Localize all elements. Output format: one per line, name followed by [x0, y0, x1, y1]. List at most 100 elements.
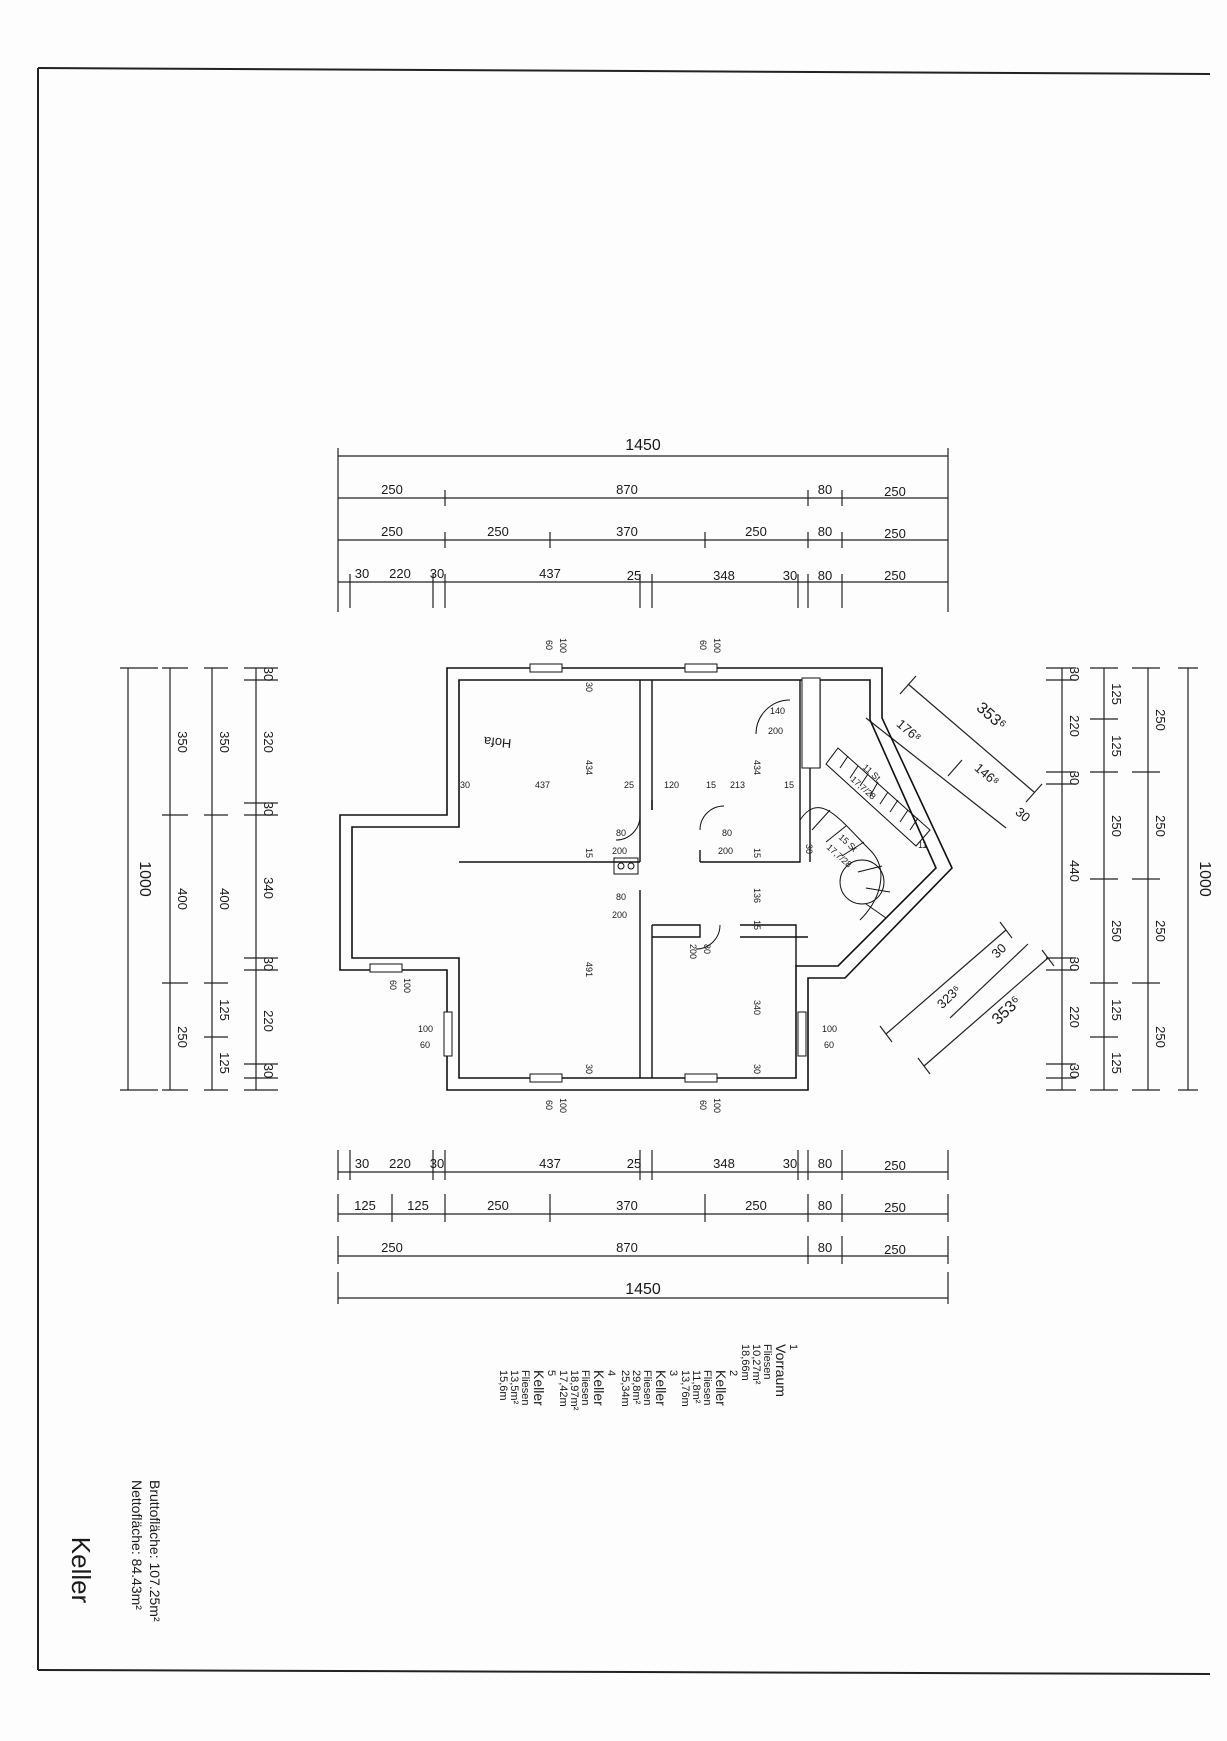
dim-label: 80 — [818, 568, 832, 583]
opening-label: 100 — [558, 638, 568, 653]
sheet-border — [37, 67, 1211, 1675]
opening-label: 60 — [824, 1040, 834, 1050]
dim-label: 220 — [1067, 1006, 1082, 1028]
inner-dim: 340 — [752, 1000, 762, 1015]
dim-label: 30 — [783, 1156, 797, 1171]
dim-label: 30 — [261, 667, 276, 681]
dim-top-row2: 250 250 370 250 80 250 — [381, 524, 906, 541]
inner-dim: 25 — [624, 780, 634, 790]
dim-label: 30 — [261, 1064, 276, 1078]
dim-label: 30 — [261, 957, 276, 971]
dim-label: 30 — [1067, 1064, 1082, 1078]
dim-label: 250 — [1109, 920, 1124, 942]
dim-label: 220 — [389, 1156, 411, 1171]
dim-label: 80 — [818, 482, 832, 497]
dim-label: 870 — [616, 482, 638, 497]
inner-dim: 434 — [752, 760, 762, 775]
dim-label: 220 — [1067, 715, 1082, 737]
opening-label: 100 — [712, 1098, 722, 1113]
dim-left-col1: 350 400 250 — [175, 731, 190, 1048]
opening-label: 140 — [770, 706, 785, 716]
diag-top-outer: 353⁶ — [973, 699, 1009, 734]
dim-label: 370 — [616, 1198, 638, 1213]
dim-label: 25 — [627, 568, 641, 583]
dim-label: 80 — [818, 1240, 832, 1255]
room-name: Vorraum — [773, 1344, 789, 1397]
dim-left-col2: 350 400 125 125 — [217, 731, 232, 1074]
dim-label: 250 — [884, 1242, 906, 1257]
dim-label: 30 — [1067, 667, 1082, 681]
inner-dim: 15 — [752, 920, 762, 930]
room-number: 5 — [545, 1370, 557, 1376]
inner-dim: 30 — [804, 844, 814, 854]
dim-label: 30 — [430, 1156, 444, 1171]
dimensions-diagonal — [865, 675, 1055, 1075]
dim-label: 348 — [713, 568, 735, 583]
dim-label: 30 — [261, 802, 276, 816]
diag-bot-outer: 353⁶ — [989, 993, 1025, 1028]
opening-label: 60 — [420, 1040, 430, 1050]
dim-label: 440 — [1067, 860, 1082, 882]
dim-label: 400 — [175, 888, 190, 910]
room-floor: Fliesen — [761, 1344, 773, 1379]
dim-right-col1: 250 250 250 250 — [1153, 709, 1168, 1048]
dim-label: 250 — [1153, 1026, 1168, 1048]
room-area: 10,27m² — [750, 1344, 762, 1385]
dim-label: 250 — [884, 568, 906, 583]
opening-label: 100 — [558, 1098, 568, 1113]
opening-label: 60 — [698, 1100, 708, 1110]
dim-label: 220 — [261, 1010, 276, 1032]
inner-dim: 30 — [752, 1064, 762, 1074]
inner-dim: 30 — [460, 780, 470, 790]
dim-label: 250 — [884, 484, 906, 499]
opening-label: 80 — [616, 828, 626, 838]
title-block: Bruttofläche: 107.25m² Nettofläche: 84.4… — [129, 1480, 163, 1622]
windows — [369, 663, 821, 1083]
room-legend-1: 1 Vorraum Fliesen 10,27m² 18,66m — [739, 1344, 799, 1397]
dim-label: 125 — [1109, 999, 1124, 1021]
room-name: Keller — [591, 1370, 607, 1406]
dim-left-total: 1000 — [136, 861, 153, 897]
room-legend: 1 Vorraum Fliesen 10,27m² 18,66m 2 Kelle… — [497, 1344, 799, 1411]
dim-label: 250 — [1109, 815, 1124, 837]
room-legend-3: 3 Keller Fliesen 29,8m² 25,34m — [619, 1370, 679, 1407]
inner-dimension-labels: 30 437 25 120 15 213 15 30 434 434 15 15… — [460, 682, 814, 1074]
opening-label: 200 — [718, 846, 733, 856]
dim-top-row1: 250 870 80 250 — [381, 482, 906, 499]
dim-right-total: 1000 — [1196, 861, 1213, 897]
opening-label: 100 — [418, 1024, 433, 1034]
room-name: Keller — [713, 1370, 729, 1406]
inner-dim: 15 — [584, 848, 594, 858]
opening-label: 60 — [544, 1100, 554, 1110]
dimensions-right — [1046, 667, 1198, 1091]
sink-icon — [613, 857, 639, 875]
room-perimeter: 18,66m — [739, 1344, 751, 1381]
opening-label: 60 — [544, 640, 554, 650]
dim-label: 250 — [487, 524, 509, 539]
dimensions-left — [120, 667, 278, 1091]
dim-bottom-row2: 125 125 250 370 250 80 250 — [354, 1198, 906, 1215]
inner-dim: 15 — [784, 780, 794, 790]
room-area: 29,8m² — [630, 1370, 642, 1405]
diag-bot-small: 30 — [988, 940, 1009, 961]
diag-bot-mid: 323⁶ — [934, 982, 964, 1012]
room-number: 3 — [667, 1370, 679, 1376]
dim-label: 250 — [1153, 709, 1168, 731]
dim-label: 125 — [1109, 1052, 1124, 1074]
dim-label: 80 — [818, 1198, 832, 1213]
opening-label: 60 — [698, 640, 708, 650]
inner-dim: 30 — [584, 682, 594, 692]
room-number: 1 — [787, 1344, 799, 1350]
opening-label: 100 — [402, 978, 412, 993]
dim-label: 400 — [217, 888, 232, 910]
staircase — [799, 747, 931, 921]
dim-label: 320 — [261, 731, 276, 753]
inner-walls — [459, 680, 821, 1078]
dim-label: 250 — [381, 524, 403, 539]
dim-left-col3: 30 320 30 340 30 220 30 — [261, 667, 276, 1078]
diag-top-mid1: 176⁸ — [894, 716, 924, 745]
dim-label: 250 — [487, 1198, 509, 1213]
net-area: Nettofläche: 84.43m² — [129, 1480, 145, 1610]
opening-label: 200 — [612, 846, 627, 856]
